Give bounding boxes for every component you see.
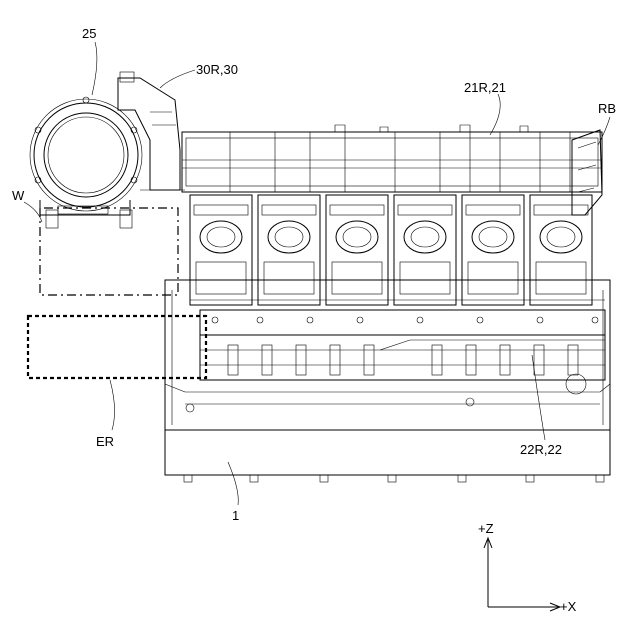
axis-z-label: +Z [478,521,494,536]
axis-x-label: +X [560,599,577,614]
leader-25 [92,42,97,95]
label-1: 1 [232,508,239,523]
exhaust-manifold [200,310,605,380]
label-21r-21: 21R,21 [464,80,506,95]
label-30r-30: 30R,30 [196,62,238,77]
cylinder-head-3 [326,195,388,305]
label-er: ER [96,434,114,449]
cylinder-head-1 [190,195,252,305]
cylinder-head-6 [530,195,592,305]
leader-22 [532,355,545,440]
region-w-outline [40,208,178,295]
cylinder-head-2 [258,195,320,305]
axis-indicator: +Z +X [478,521,577,614]
manifold-bolts [212,317,598,323]
label-22r-22: 22R,22 [520,442,562,457]
exhaust-duct [118,72,185,190]
head-cover [182,125,602,192]
cylinder-head-4 [394,195,456,305]
label-25: 25 [82,26,96,41]
label-rb: RB [598,101,616,116]
head-cover-ribs [230,132,570,192]
leader-30 [160,70,195,88]
leader-21 [490,94,500,135]
leader-er [110,380,115,430]
leader-1 [228,462,238,505]
cylinder-head-5 [462,195,524,305]
foot-bolts [184,475,604,482]
label-w: W [12,188,25,203]
cylinder-heads [190,195,605,305]
rear-bracket [572,130,602,215]
manifold-bosses [228,345,578,375]
leader-w [24,202,42,222]
region-er-outline [28,316,206,378]
